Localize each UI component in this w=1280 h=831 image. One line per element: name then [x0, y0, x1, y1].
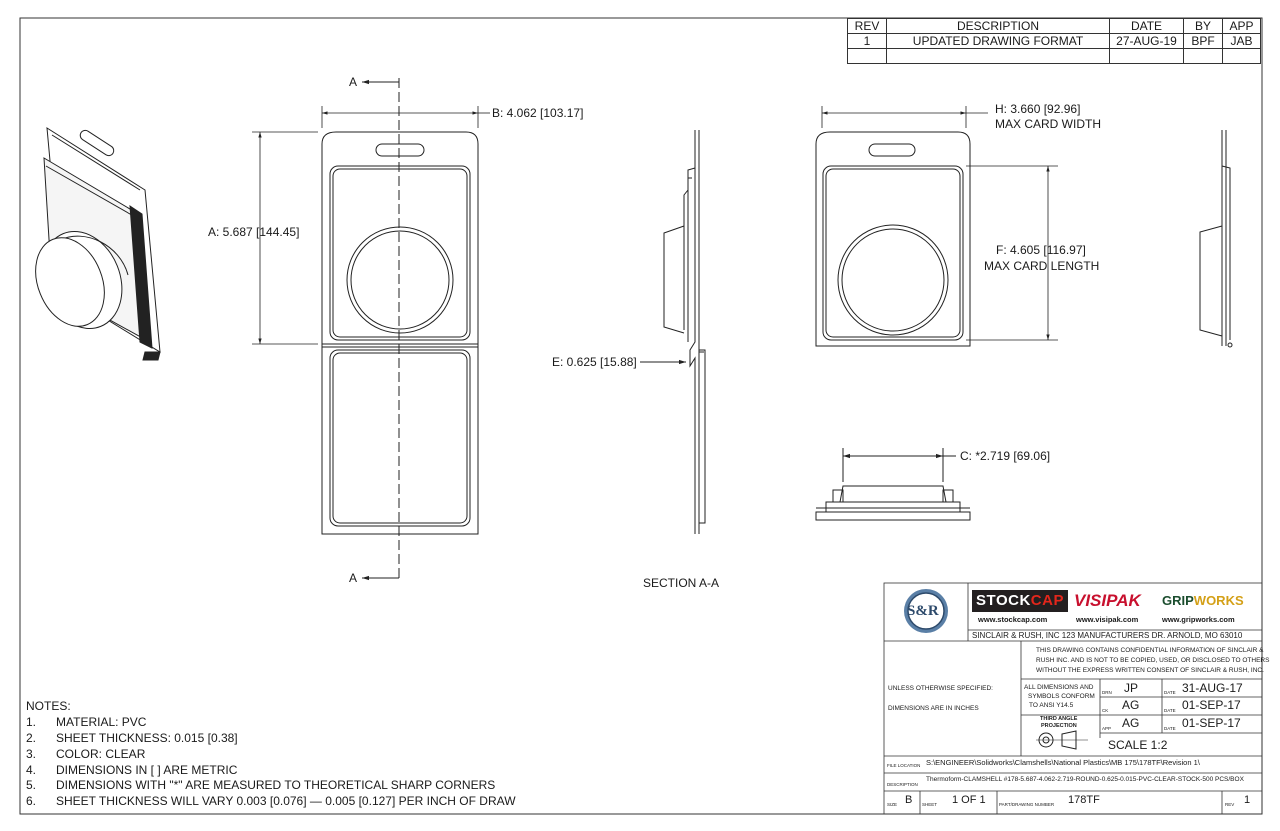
notes-title: NOTES: [26, 699, 71, 713]
part-number: 178TF [1068, 794, 1100, 806]
sr-logo [904, 589, 948, 633]
size: B [905, 794, 913, 806]
dims-in-inches: DIMENSIONS ARE IN INCHES [888, 705, 979, 712]
confidential-line: RUSH INC. AND IS NOT TO BE COPIED, USED,… [1036, 657, 1270, 664]
note-item: 3.COLOR: CLEAR [26, 747, 146, 761]
description-header: DESCRIPTION [886, 18, 1110, 34]
by-cell: BPF [1183, 33, 1223, 49]
dimension-lines-right [821, 106, 1058, 341]
note-item: 2.SHEET THICKNESS: 0.015 [0.38] [26, 731, 238, 745]
rev-label: REV [1225, 802, 1235, 807]
by-header: BY [1183, 18, 1223, 34]
date-label: DATE [1164, 708, 1176, 713]
note-item: 5.DIMENSIONS WITH "*" ARE MEASURED TO TH… [26, 778, 496, 792]
company-address: SINCLAIR & RUSH, INC 123 MANUFACTURERS D… [972, 631, 1243, 640]
revision-header-row: REV DESCRIPTION DATE BY APP [847, 18, 1261, 34]
dimension-h: H: 3.660 [92.96] [995, 102, 1081, 116]
section-cut-arrows [362, 79, 399, 581]
dimension-h-note: MAX CARD WIDTH [995, 117, 1101, 131]
gripworks-logo: GRIPWORKS [1162, 593, 1244, 608]
approved-label: APP [1102, 726, 1112, 731]
dimension-b: B: 4.062 [103.17] [492, 106, 584, 120]
front-view [321, 78, 479, 582]
sheet-label: SHEET [922, 802, 938, 807]
date-label: DATE [1164, 690, 1176, 695]
drawn-by: JP [1124, 681, 1139, 695]
app-cell: JAB [1222, 33, 1261, 49]
note-item: 1.MATERIAL: PVC [26, 715, 147, 729]
size-label: SIZE [887, 802, 898, 807]
section-marker-top: A [349, 75, 358, 89]
side-edge-view [1199, 130, 1233, 348]
checked-label: CK [1102, 708, 1109, 713]
drawn-date: 31-AUG-17 [1182, 681, 1243, 695]
stockcap-logo: STOCKCAP [972, 590, 1068, 612]
checked-by: AG [1122, 698, 1140, 712]
sheet: 1 OF 1 [952, 794, 986, 806]
bottom-view [815, 448, 971, 521]
dimension-a: A: 5.687 [144.45] [208, 225, 300, 239]
drawn-label: DRN [1102, 690, 1112, 695]
confidential-line: THIS DRAWING CONTAINS CONFIDENTIAL INFOR… [1036, 647, 1264, 654]
description: Thermoform-CLAMSHELL #178-5.687-4.062-2.… [926, 776, 1244, 783]
part-number-label: PART/DRAWING NUMBER [999, 802, 1055, 807]
sheet-border [19, 17, 1263, 815]
conform-line: SYMBOLS CONFORM [1028, 693, 1095, 700]
conform-line: ALL DIMENSIONS AND [1024, 684, 1094, 691]
revision-table: REV DESCRIPTION DATE BY APP 1 UPDATED DR… [847, 18, 1261, 64]
isometric-view [35, 127, 161, 361]
stockcap-url: www.stockcap.com [978, 615, 1048, 624]
rev-header: REV [847, 18, 887, 34]
gripworks-url: www.gripworks.com [1162, 615, 1235, 624]
projection-symbol-icon [1036, 730, 1088, 750]
revision-blank-row [847, 48, 1261, 64]
title-block-frame [883, 582, 1263, 815]
approved-date: 01-SEP-17 [1182, 716, 1241, 730]
dimension-lines-front [252, 106, 490, 345]
dimension-f-note: MAX CARD LENGTH [984, 259, 1100, 273]
unless-specified: UNLESS OTHERWISE SPECIFIED: [888, 685, 993, 692]
rev-value: 1 [1244, 794, 1251, 806]
visipak-url: www.visipak.com [1076, 615, 1139, 624]
file-location: S:\ENGINEER\Solidworks\Clamshells\Nation… [926, 758, 1200, 767]
note-item: 4.DIMENSIONS IN [ ] ARE METRIC [26, 763, 238, 777]
scale: SCALE 1:2 [1108, 738, 1168, 752]
rev-cell: 1 [847, 33, 887, 49]
dimension-c: C: *2.719 [69.06] [960, 449, 1051, 463]
note-item: 6.SHEET THICKNESS WILL VARY 0.003 [0.076… [26, 794, 516, 808]
approved-by: AG [1122, 716, 1140, 730]
conform-line: TO ANSI Y14.5 [1029, 702, 1074, 709]
date-cell: 27-AUG-19 [1109, 33, 1184, 49]
section-marker-bottom: A [349, 571, 358, 585]
date-label: DATE [1164, 726, 1176, 731]
confidential-line: WITHOUT THE EXPRESS WRITTEN CONSENT OF S… [1036, 667, 1264, 674]
checked-date: 01-SEP-17 [1182, 698, 1241, 712]
description-cell: UPDATED DRAWING FORMAT [886, 33, 1110, 49]
projection-label: THIRD ANGLE [1040, 716, 1078, 722]
right-view [815, 131, 971, 347]
projection-label: PROJECTION [1041, 723, 1077, 729]
app-header: APP [1222, 18, 1261, 34]
description-label: DESCRIPTION [887, 782, 918, 787]
revision-row: 1 UPDATED DRAWING FORMAT 27-AUG-19 BPF J… [847, 33, 1261, 49]
section-view [640, 130, 706, 534]
dimension-f: F: 4.605 [116.97] [996, 243, 1086, 257]
date-header: DATE [1109, 18, 1184, 34]
section-view-label: SECTION A-A [643, 576, 720, 590]
sr-logo-text: S&R [907, 603, 939, 619]
visipak-logo: VISIPAK [1074, 591, 1141, 610]
dimension-e: E: 0.625 [15.88] [552, 355, 637, 369]
file-location-label: FILE LOCATION [887, 763, 921, 768]
